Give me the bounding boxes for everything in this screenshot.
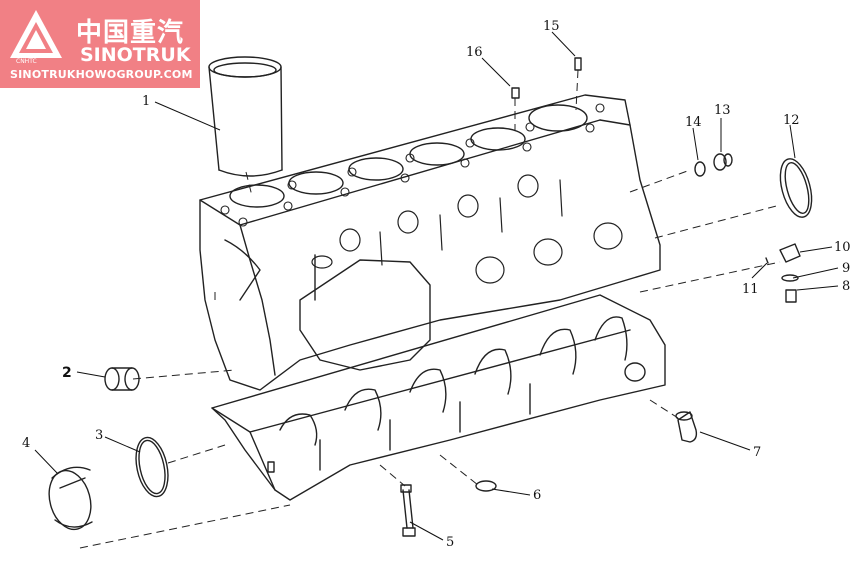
- screw-plug: [713, 153, 733, 171]
- callout-7: 7: [753, 445, 761, 460]
- cylinder-bores: [229, 104, 588, 208]
- callout-11: 11: [742, 282, 759, 297]
- stud: [574, 57, 582, 71]
- brand-website: SINOTRUKHOWOGROUP.COM: [10, 68, 193, 81]
- emblem-text: CNHTC: [16, 58, 37, 65]
- callout-1: 1: [142, 94, 150, 109]
- callout-16: 16: [466, 45, 483, 60]
- seal-ring: [135, 436, 169, 498]
- leader-lines: [34, 31, 839, 541]
- brand-name-chinese: 中国重汽: [76, 18, 185, 48]
- callout-14: 14: [685, 115, 702, 130]
- cylinder-block-upper: [199, 94, 661, 391]
- callout-15: 15: [543, 19, 560, 34]
- washer: [694, 161, 706, 177]
- dowel-pin: [511, 87, 520, 99]
- sinotruk-watermark-logo: CNHTC 中国重汽 SINOTRUK SINOTRUKHOWOGROUP.CO…: [0, 0, 200, 88]
- callout-3: 3: [95, 428, 103, 443]
- crankshaft-seal: [779, 158, 813, 218]
- bolt-holes: [220, 103, 605, 227]
- callout-labels: 1 2 3 4 5 6 7 8 9 10 11 12 13 14 15 16: [22, 19, 851, 550]
- callout-6: 6: [533, 488, 541, 503]
- callout-4: 4: [22, 436, 30, 451]
- crankcase-lower: [211, 294, 666, 501]
- callout-12: 12: [783, 113, 800, 128]
- o-ring: [475, 480, 497, 492]
- main-bearing-bolt: [400, 484, 416, 537]
- plug-assembly: [765, 243, 801, 303]
- callout-5: 5: [446, 535, 454, 550]
- block-side-ports: [311, 174, 623, 284]
- camshaft-bushing: [104, 367, 140, 391]
- callout-10: 10: [834, 240, 851, 255]
- elbow-fitting: [675, 411, 698, 443]
- callout-8: 8: [842, 279, 850, 294]
- callout-2: 2: [62, 365, 72, 381]
- bearing-shell: [48, 466, 93, 531]
- assembly-lines: [79, 69, 781, 549]
- cylinder-liner: [208, 56, 283, 177]
- callout-9: 9: [842, 261, 850, 276]
- brand-name-english: SINOTRUK: [80, 44, 191, 66]
- cnhtc-emblem-icon: [10, 10, 62, 58]
- callout-13: 13: [714, 103, 731, 118]
